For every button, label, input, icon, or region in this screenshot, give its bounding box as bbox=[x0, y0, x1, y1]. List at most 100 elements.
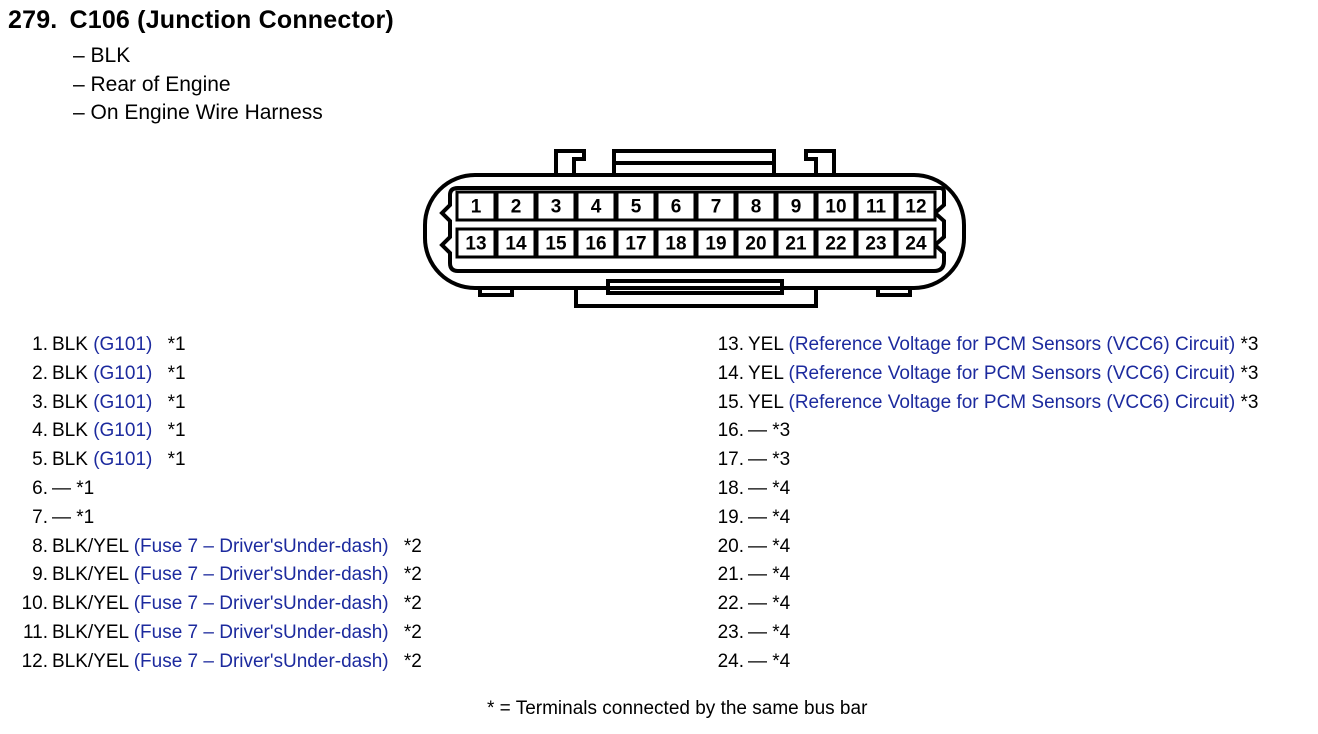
terminal-number: 19 bbox=[705, 234, 726, 255]
circuit-link[interactable]: (G101) bbox=[93, 420, 153, 442]
pin-number: 11. bbox=[22, 621, 48, 643]
bottom-lock-tab bbox=[574, 288, 818, 308]
pin-number: 12. bbox=[21, 650, 48, 672]
terminal-cell bbox=[495, 227, 537, 259]
pin-number: 20. bbox=[717, 535, 744, 557]
wire-color: BLK/YEL bbox=[52, 593, 129, 615]
circuit-link[interactable]: (G101) bbox=[93, 391, 153, 413]
terminal-cell bbox=[655, 190, 697, 222]
bottom-left-foot bbox=[478, 288, 514, 297]
circuit-link[interactable]: (Reference Voltage for PCM Sensors (VCC6… bbox=[788, 391, 1236, 413]
terminal-cell bbox=[735, 190, 777, 222]
pin-row: 17.— *3 bbox=[704, 446, 1258, 475]
wire-color: YEL bbox=[748, 362, 784, 384]
pin-number: 22. bbox=[717, 593, 744, 615]
footnote: * = Terminals connected by the same bus … bbox=[487, 698, 868, 719]
pin-row: 23.— *4 bbox=[704, 619, 1258, 648]
pin-row: 16.— *3 bbox=[704, 417, 1258, 446]
connector-inner-cavity bbox=[439, 186, 946, 273]
wire-color: — bbox=[52, 506, 71, 528]
terminal-number: 24 bbox=[905, 234, 927, 255]
bus-bar-note: *4 bbox=[772, 477, 791, 499]
circuit-link[interactable]: (Fuse 7 – Driver'sUnder-dash) bbox=[133, 564, 389, 586]
circuit-link[interactable]: (Fuse 7 – Driver'sUnder-dash) bbox=[133, 650, 389, 672]
circuit-link[interactable]: (Reference Voltage for PCM Sensors (VCC6… bbox=[788, 334, 1236, 355]
wire-color: BLK bbox=[52, 391, 88, 413]
bus-bar-note: *4 bbox=[772, 621, 791, 643]
circuit-link[interactable]: (Reference Voltage for PCM Sensors (VCC6… bbox=[788, 362, 1236, 384]
title-name: C106 (Junction Connector) bbox=[69, 6, 394, 34]
circuit-link[interactable]: (Fuse 7 – Driver'sUnder-dash) bbox=[133, 535, 389, 557]
wire-color: — bbox=[748, 621, 767, 643]
pin-number: 3. bbox=[32, 391, 48, 413]
wire-color: — bbox=[748, 564, 767, 586]
terminal-number: 9 bbox=[791, 197, 802, 218]
wire-color: BLK bbox=[52, 449, 88, 471]
terminal-cell bbox=[855, 227, 897, 259]
terminal-cell bbox=[455, 190, 497, 222]
pin-number: 9. bbox=[32, 564, 48, 586]
wire-color: — bbox=[748, 506, 767, 528]
pin-number: 6. bbox=[32, 477, 48, 499]
pin-number: 19. bbox=[717, 506, 744, 528]
wire-color: BLK/YEL bbox=[52, 650, 129, 672]
pin-number: 4. bbox=[32, 420, 48, 442]
bus-bar-note: *4 bbox=[772, 650, 791, 672]
terminal-cell bbox=[775, 227, 817, 259]
pin-row: 12.BLK/YEL (Fuse 7 – Driver'sUnder-dash)… bbox=[8, 648, 422, 677]
pin-row: 5.BLK (G101) *1 bbox=[8, 446, 422, 475]
terminal-cell bbox=[535, 190, 577, 222]
terminal-number: 13 bbox=[465, 234, 486, 255]
wire-color: — bbox=[52, 477, 71, 499]
pin-row: 22.— *4 bbox=[704, 590, 1258, 619]
wire-color: — bbox=[748, 535, 767, 557]
bus-bar-note: *1 bbox=[76, 506, 95, 528]
wire-color: BLK bbox=[52, 334, 88, 355]
wire-color: — bbox=[748, 449, 767, 471]
pin-row: 13.YEL (Reference Voltage for PCM Sensor… bbox=[704, 331, 1259, 360]
bus-bar-note: *2 bbox=[403, 650, 422, 672]
pin-number: 7. bbox=[32, 506, 48, 528]
circuit-link[interactable]: (G101) bbox=[93, 334, 153, 355]
circuit-link[interactable]: (G101) bbox=[93, 362, 153, 384]
terminal-cell bbox=[615, 190, 657, 222]
pin-row: 8.BLK/YEL (Fuse 7 – Driver'sUnder-dash) … bbox=[8, 533, 422, 562]
terminal-cell bbox=[535, 227, 577, 259]
terminal-cell bbox=[855, 190, 897, 222]
pin-number: 8. bbox=[32, 535, 48, 557]
circuit-link[interactable]: (Fuse 7 – Driver'sUnder-dash) bbox=[133, 593, 389, 615]
terminal-cell bbox=[575, 190, 617, 222]
pin-number: 23. bbox=[717, 621, 744, 643]
terminal-number: 2 bbox=[511, 197, 522, 218]
wire-color: — bbox=[748, 593, 767, 615]
pin-row: 1.BLK (G101) *1 bbox=[8, 331, 422, 360]
detail-harness: – On Engine Wire Harness bbox=[73, 101, 323, 124]
terminal-number: 4 bbox=[591, 197, 602, 218]
terminal-number: 21 bbox=[785, 234, 807, 255]
pin-row: 9.BLK/YEL (Fuse 7 – Driver'sUnder-dash) … bbox=[8, 561, 422, 590]
bottom-lock-slot bbox=[606, 279, 784, 295]
pin-number: 5. bbox=[32, 449, 48, 471]
terminal-number: 6 bbox=[671, 197, 682, 218]
connector-outer-shell bbox=[423, 173, 966, 290]
pin-row: 4.BLK (G101) *1 bbox=[8, 417, 422, 446]
pin-row: 24.— *4 bbox=[704, 648, 1258, 677]
bus-bar-note: *2 bbox=[403, 564, 422, 586]
pin-row: 2.BLK (G101) *1 bbox=[8, 360, 422, 389]
pin-number: 1. bbox=[32, 334, 48, 355]
bus-bar-note: *3 bbox=[1240, 391, 1259, 413]
bus-bar-note: *4 bbox=[772, 535, 791, 557]
pin-row: 18.— *4 bbox=[704, 475, 1258, 504]
terminal-cell bbox=[895, 190, 937, 222]
bus-bar-note: *4 bbox=[772, 564, 791, 586]
wire-color: — bbox=[748, 477, 767, 499]
terminal-number: 1 bbox=[471, 197, 482, 218]
wire-color: — bbox=[748, 420, 767, 442]
pin-number: 17. bbox=[717, 449, 744, 471]
circuit-link[interactable]: (G101) bbox=[93, 449, 153, 471]
pin-number: 21. bbox=[717, 564, 744, 586]
terminal-cell bbox=[775, 190, 817, 222]
circuit-link[interactable]: (Fuse 7 – Driver'sUnder-dash) bbox=[133, 621, 389, 643]
terminal-number: 11 bbox=[866, 197, 887, 218]
